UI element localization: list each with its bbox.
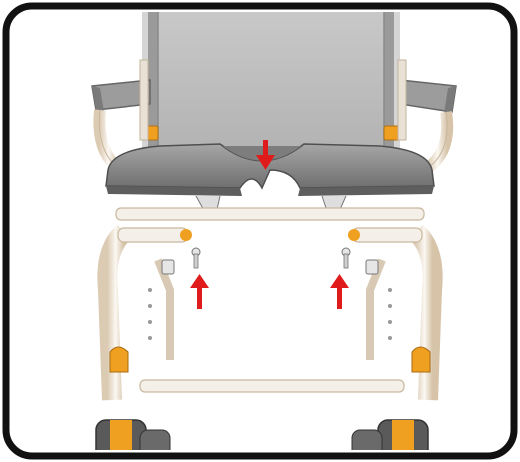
pin-right — [341, 247, 379, 275]
cross-bar — [115, 207, 425, 221]
seat — [105, 143, 435, 196]
side-tubes — [139, 59, 407, 141]
lower-bar — [139, 379, 405, 393]
leg-right — [348, 224, 443, 401]
caster-right — [351, 419, 429, 450]
seat-down-arrow — [256, 140, 275, 170]
backrest — [142, 12, 400, 156]
caster-left — [95, 419, 171, 450]
armrest-right — [399, 79, 457, 173]
pin-up-arrow-right — [330, 274, 349, 309]
pin-left — [161, 247, 201, 275]
pin-up-arrow-left — [190, 274, 209, 309]
